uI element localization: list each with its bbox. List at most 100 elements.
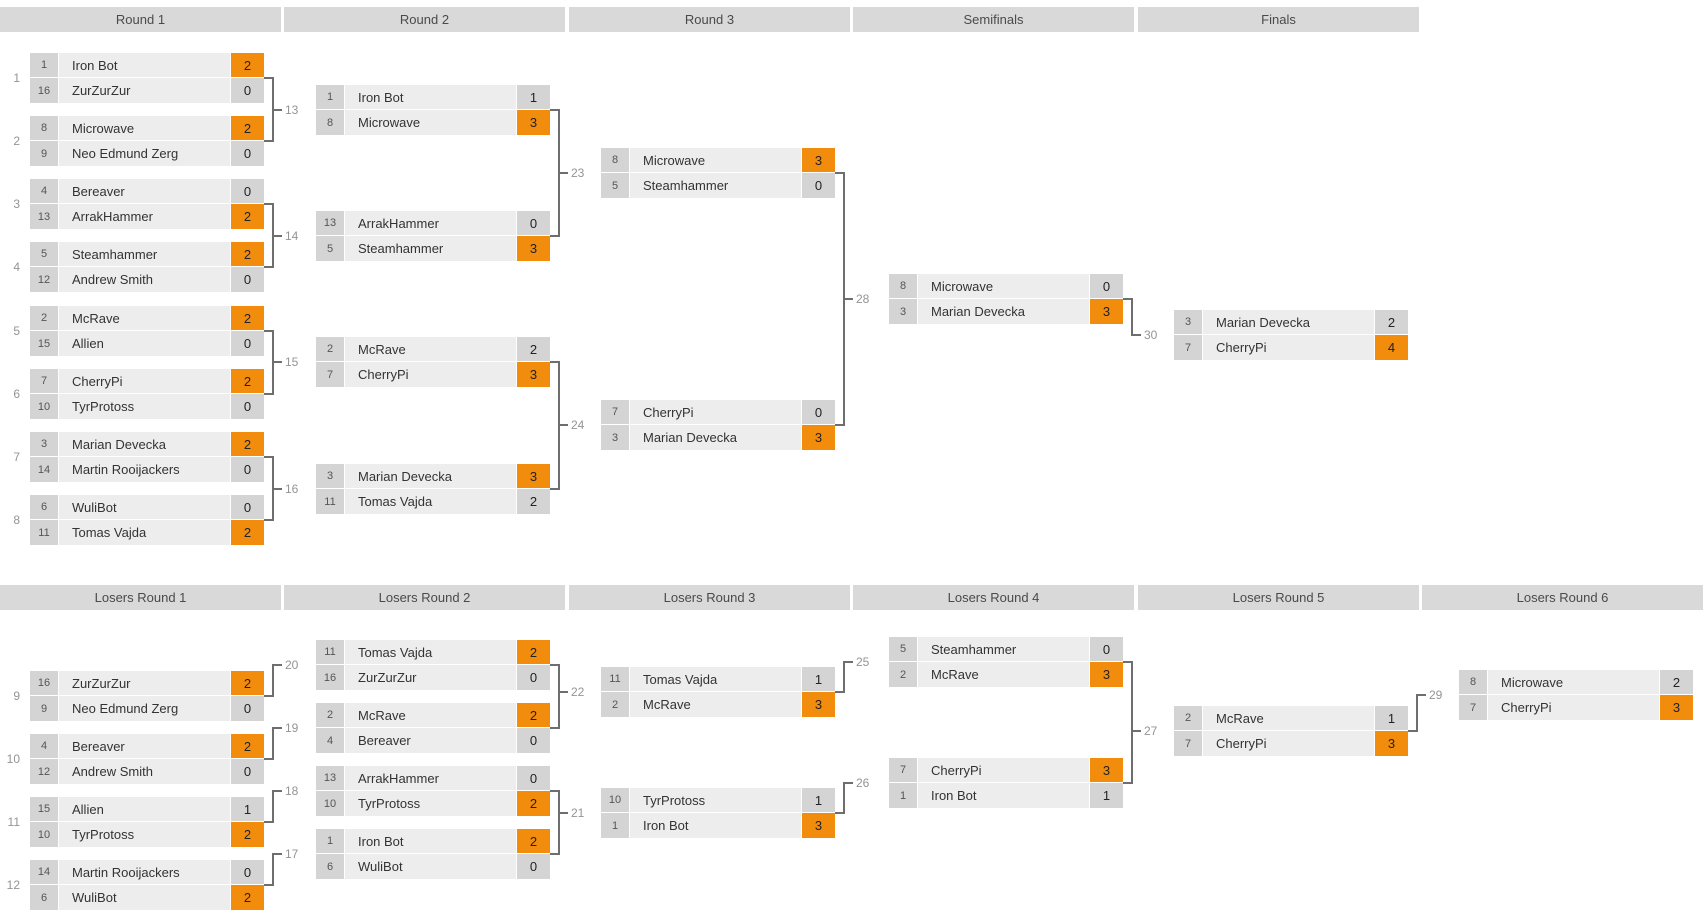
player-seed: 4 bbox=[30, 734, 58, 758]
connector-line bbox=[558, 172, 568, 174]
player-seed: 11 bbox=[30, 520, 58, 545]
player-seed: 14 bbox=[30, 860, 58, 884]
player-score: 0 bbox=[231, 141, 264, 166]
player-seed: 10 bbox=[30, 394, 58, 419]
player-seed: 10 bbox=[601, 788, 629, 812]
player-seed: 16 bbox=[30, 78, 58, 103]
connector-line bbox=[1416, 694, 1418, 732]
connector-line bbox=[264, 519, 274, 521]
connector-line bbox=[264, 330, 274, 332]
player-seed: 16 bbox=[30, 671, 58, 695]
player-name: TyrProtoss bbox=[345, 791, 516, 816]
match-number-label: 11 bbox=[7, 815, 20, 829]
player-score-winner: 3 bbox=[1090, 662, 1123, 687]
player-score: 0 bbox=[231, 179, 264, 203]
player-name: Iron Bot bbox=[59, 53, 230, 77]
player-score: 1 bbox=[802, 667, 835, 691]
player-score-winner: 2 bbox=[231, 885, 264, 910]
player-name: Bereaver bbox=[59, 179, 230, 203]
connector-line bbox=[264, 821, 274, 823]
match-number-label: 13 bbox=[285, 103, 299, 117]
match-number-label: 1 bbox=[13, 71, 20, 85]
match-number-label: 7 bbox=[13, 450, 20, 464]
player-name: Microwave bbox=[918, 274, 1089, 298]
match-number-label: 17 bbox=[285, 847, 299, 861]
connector-line bbox=[272, 853, 282, 855]
player-score-winner: 2 bbox=[231, 369, 264, 393]
player-name: TyrProtoss bbox=[59, 394, 230, 419]
player-seed: 2 bbox=[889, 662, 917, 687]
connector-line bbox=[264, 266, 274, 268]
player-seed: 1 bbox=[889, 783, 917, 808]
player-name: Tomas Vajda bbox=[345, 640, 516, 664]
player-seed: 11 bbox=[601, 667, 629, 691]
player-seed: 10 bbox=[316, 791, 344, 816]
match-number-label: 4 bbox=[13, 260, 20, 274]
player-score: 0 bbox=[231, 759, 264, 784]
player-name: McRave bbox=[345, 703, 516, 727]
player-score-winner: 2 bbox=[231, 520, 264, 545]
connector-line bbox=[1131, 298, 1133, 336]
match-number-label: 21 bbox=[571, 806, 585, 820]
player-score: 0 bbox=[231, 495, 264, 519]
connector-line bbox=[272, 790, 274, 823]
player-seed: 2 bbox=[30, 306, 58, 330]
match-number-label: 23 bbox=[571, 166, 585, 180]
losers-round-header: Losers Round 2 bbox=[284, 585, 565, 610]
player-score-winner: 3 bbox=[517, 110, 550, 135]
player-score: 0 bbox=[517, 211, 550, 235]
player-name: Martin Rooijackers bbox=[59, 860, 230, 884]
connector-line bbox=[264, 884, 274, 886]
winners-round-header: Round 2 bbox=[284, 7, 565, 32]
connector-line bbox=[1123, 782, 1133, 784]
player-seed: 14 bbox=[30, 457, 58, 482]
connector-line bbox=[264, 203, 274, 205]
player-seed: 8 bbox=[601, 148, 629, 172]
player-name: Marian Devecka bbox=[918, 299, 1089, 324]
player-seed: 15 bbox=[30, 331, 58, 356]
player-score: 0 bbox=[231, 331, 264, 356]
player-score-winner: 2 bbox=[231, 53, 264, 77]
